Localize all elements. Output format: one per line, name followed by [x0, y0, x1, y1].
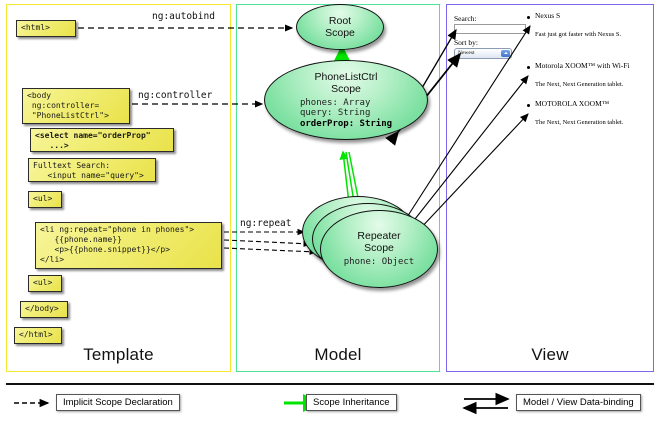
ng-autobind-label: ng:autobind — [152, 11, 215, 22]
root-scope[interactable]: Root Scope — [296, 4, 384, 50]
phonelistctrl-scope-title-line1: PhoneListCtrl — [314, 70, 378, 83]
sort-by-selected-value: Newest — [458, 50, 475, 56]
body-close-tag[interactable]: </body> — [20, 301, 68, 318]
phone-name: Motorola XOOM™ with Wi-Fi — [535, 61, 630, 70]
phonelistctrl-prop-phones: phones: Array — [299, 97, 371, 108]
column-label-template: Template — [83, 345, 154, 364]
ul-close-tag[interactable]: <ul> — [28, 275, 62, 292]
fulltext-search-input[interactable]: Fulltext Search: <input name="query"> — [28, 158, 156, 182]
html-open-tag[interactable]: <html> — [16, 20, 76, 37]
column-label-model: Model — [314, 345, 362, 364]
li-ngrepeat-block[interactable]: <li ng:repeat="phone in phones"> {{phone… — [35, 222, 222, 269]
phonelistctrl-scope[interactable]: PhoneListCtrl Scope phones: Array query:… — [264, 60, 428, 140]
html-close-tag[interactable]: </html> — [14, 327, 62, 344]
phonelistctrl-scope-props: phones: Array query: String orderProp: S… — [300, 98, 392, 130]
phone-name: MOTOROLA XOOM™ — [535, 99, 610, 108]
column-label-view: View — [531, 345, 569, 364]
legend-divider — [6, 383, 654, 385]
sort-by-select[interactable]: Newest — [454, 48, 512, 59]
phone-snippet: Fast just got faster with Nexus S. — [535, 31, 622, 38]
select-orderprop-tag[interactable]: <select name="orderProp" ...> — [30, 128, 174, 152]
phone-snippet: The Next, Next Generation tablet. — [535, 119, 624, 126]
legend-data-binding: Model / View Data-binding — [516, 394, 641, 411]
ul-open-tag[interactable]: <ul> — [28, 191, 62, 208]
body-controller-tag[interactable]: <body ng:controller= "PhoneListCtrl"> — [22, 88, 130, 124]
list-bullet — [527, 104, 530, 107]
list-bullet — [527, 66, 530, 69]
repeater-scope-title-line2: Scope — [364, 242, 394, 255]
phonelistctrl-prop-query: query: String — [299, 108, 371, 119]
repeater-scope-prop-phone: phone: Object — [343, 257, 415, 268]
column-view: View — [446, 4, 654, 372]
legend-scope-inheritance: Scope Inheritance — [306, 394, 397, 411]
repeater-scope[interactable]: Repeater Scope phone: Object — [320, 210, 438, 288]
phonelistctrl-prop-orderprop: orderProp: String — [299, 118, 393, 129]
ng-controller-label: ng:controller — [138, 90, 213, 101]
repeater-scope-title-line1: Repeater — [357, 230, 401, 243]
legend-implicit-scope-declaration: Implicit Scope Declaration — [56, 394, 180, 411]
root-scope-title-line1: Root — [328, 15, 352, 27]
phone-name: Nexus S — [535, 11, 561, 20]
search-label: Search: — [454, 14, 477, 23]
chevron-down-icon — [501, 50, 510, 57]
phonelistctrl-scope-title-line2: Scope — [331, 82, 361, 95]
phone-snippet: The Next, Next Generation tablet. — [535, 81, 624, 88]
root-scope-title-line2: Scope — [325, 27, 355, 39]
ng-repeat-label: ng:repeat — [240, 218, 292, 229]
search-input[interactable] — [454, 24, 526, 34]
sort-by-label: Sort by: — [454, 38, 478, 47]
list-bullet — [527, 16, 530, 19]
